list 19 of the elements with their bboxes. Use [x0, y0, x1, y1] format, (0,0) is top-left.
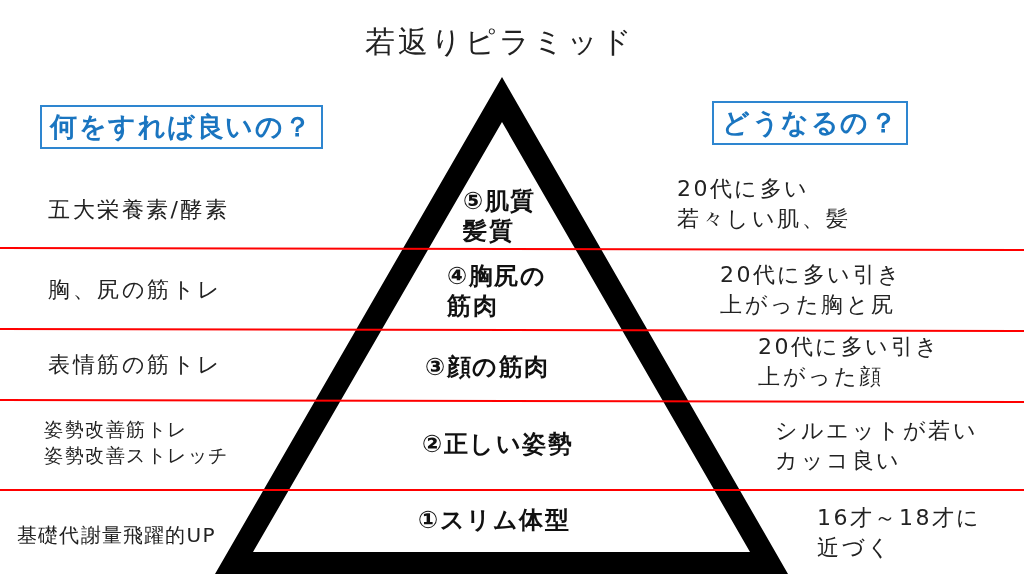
result-label: 16才～18才に近づく: [817, 504, 982, 562]
action-label: 表情筋の筋トレ: [48, 351, 223, 379]
tier-label: ②正しい姿勢: [422, 429, 574, 459]
action-label: 姿勢改善ストレッチ: [44, 443, 229, 468]
tier-label: ⑤肌質髪質: [463, 186, 536, 246]
tier-label: ③顔の筋肉: [425, 352, 550, 382]
action-label: 五大栄養素/酵素: [48, 196, 230, 224]
tier-label: ①スリム体型: [418, 505, 571, 535]
action-label: 胸、尻の筋トレ: [48, 276, 223, 304]
action-label: 姿勢改善筋トレ: [44, 417, 188, 442]
result-label: 20代に多い引き上がった顔: [758, 333, 941, 391]
tier-label: ④胸尻の筋肉: [447, 261, 547, 321]
action-label: 基礎代謝量飛躍的UP: [17, 522, 216, 549]
column-header: どうなるの？: [712, 101, 908, 145]
result-label: シルエットが若いカッコ良い: [775, 417, 978, 475]
column-header: 何をすれば良いの？: [40, 105, 323, 149]
result-label: 20代に多い若々しい肌、髪: [677, 175, 851, 233]
diagram-title: 若返りピラミッド: [365, 24, 635, 60]
result-label: 20代に多い引き上がった胸と尻: [720, 261, 903, 319]
